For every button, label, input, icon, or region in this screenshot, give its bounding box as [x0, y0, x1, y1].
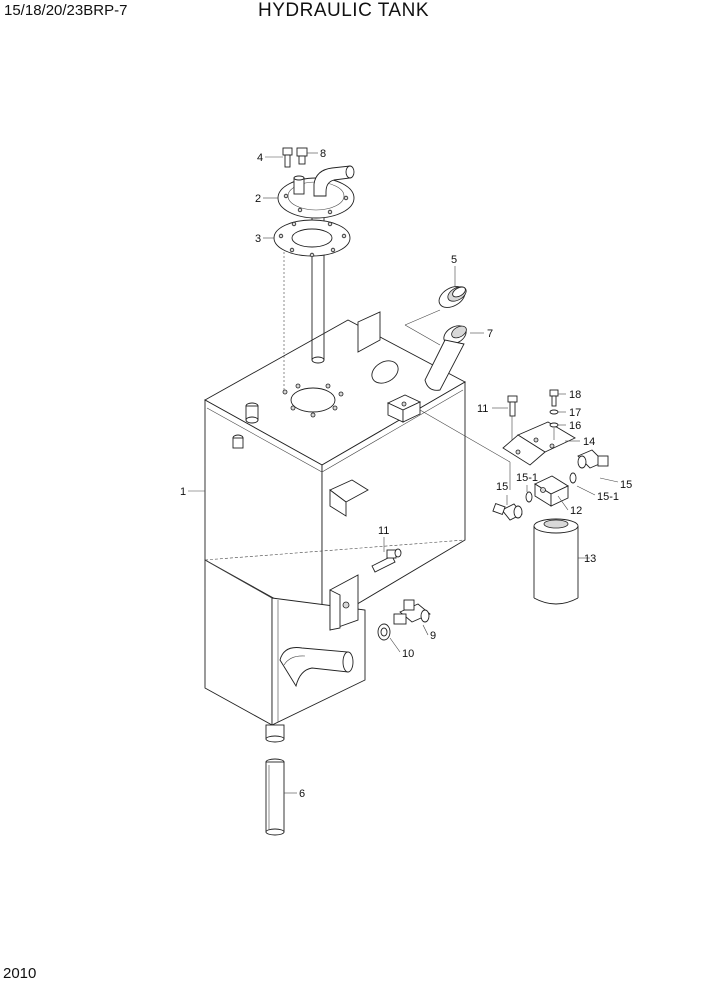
- page-number: 2010: [3, 965, 37, 982]
- page-title: HYDRAULIC TANK: [258, 0, 429, 21]
- callout-15-1-right: 15-1: [597, 491, 619, 503]
- bolt-part-18: [549, 389, 559, 407]
- callout-12: 12: [570, 505, 582, 517]
- washer-part-10: [377, 623, 391, 641]
- fitting-part-15-left: [492, 502, 523, 521]
- return-elbow: [279, 647, 354, 688]
- washer-part-17: [549, 409, 559, 415]
- callout-10: 10: [402, 648, 414, 660]
- bolt-part-11-lower: [371, 548, 402, 573]
- filter-element-part-13: [533, 518, 579, 605]
- bracket-part-14: [502, 421, 576, 466]
- callout-15-right: 15: [620, 479, 632, 491]
- bottom-outlet: [265, 724, 285, 743]
- callout-5: 5: [451, 254, 457, 266]
- bolt-part-4: [282, 147, 293, 168]
- callout-4: 4: [257, 152, 263, 164]
- callout-7: 7: [487, 328, 493, 340]
- callout-labels: 1 2 3 4 5 6 7 8 9 10 11 11 12 13 14 15 1…: [180, 148, 632, 800]
- cover-plate-part-2: [277, 165, 355, 219]
- callout-18: 18: [569, 389, 581, 401]
- fitting-part-15-right: [577, 449, 609, 469]
- tee-fitting-part-9: [393, 599, 431, 625]
- leader-lines: [188, 152, 619, 794]
- callout-8: 8: [320, 148, 326, 160]
- plug-part-8: [296, 147, 308, 165]
- callout-16: 16: [569, 420, 581, 432]
- pipe-part-6: [265, 758, 285, 836]
- callout-6: 6: [299, 788, 305, 800]
- strainer-part-7: [371, 309, 467, 391]
- o-ring-part-15-1: [525, 472, 577, 503]
- callout-11-lower: 11: [378, 525, 389, 537]
- callout-17: 17: [569, 407, 581, 419]
- callout-11-upper: 11: [477, 403, 488, 415]
- callout-15-left: 15: [496, 481, 508, 493]
- filter-head-part-12: [534, 475, 569, 507]
- callout-14: 14: [583, 436, 595, 448]
- callout-9: 9: [430, 630, 436, 642]
- bolt-part-11-upper: [507, 395, 518, 440]
- tank-body: [204, 311, 511, 726]
- model-number: 15/18/20/23BRP-7: [4, 2, 128, 19]
- cap-part-5: [438, 286, 467, 308]
- callout-3: 3: [255, 233, 261, 245]
- callout-13: 13: [584, 553, 596, 565]
- callout-1: 1: [180, 486, 186, 498]
- callout-15-1-left: 15-1: [516, 472, 538, 484]
- gasket-part-3: [273, 219, 351, 392]
- callout-2: 2: [255, 193, 261, 205]
